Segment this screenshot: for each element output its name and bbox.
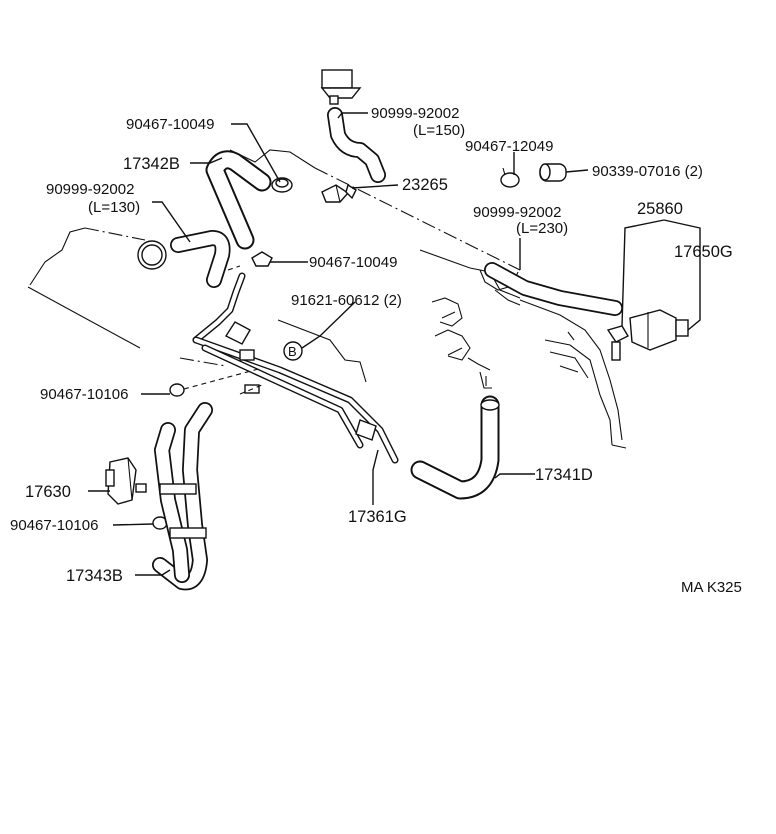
label-17341d: 17341D [535,466,593,484]
hose-l230 [484,262,623,316]
leader-lines [88,112,701,576]
label-17650g: 17650G [674,243,733,261]
label-90467-12049: 90467-12049 [465,138,553,155]
hose-17343b [152,402,213,591]
top-sensor [320,69,362,105]
label-l150: (L=150) [413,122,465,139]
hose-17342b [205,150,272,250]
hose-17341d [410,395,500,500]
label-90467-10106-bottom: 90467-10106 [10,517,98,534]
label-25860: 25860 [637,200,683,218]
label-17342b: 17342B [123,155,180,173]
vsv-left-body [137,240,167,270]
sensor-17630 [105,457,147,505]
clamp-90467-12049 [500,167,520,188]
hose-l150 [327,107,386,183]
diagram-code: MA K325 [681,579,742,596]
label-90467-10049-top: 90467-10049 [126,116,214,133]
clamp-90467-10049-mid [251,251,273,267]
pipe-assembly-17361g [192,272,399,464]
label-17630: 17630 [25,483,71,501]
label-17361g: 17361G [348,508,407,526]
label-l130: (L=130) [88,199,140,216]
label-ref-b: B [288,344,297,359]
label-91621-60612: 91621-60612 (2) [291,292,402,309]
plug-90339-07016 [539,163,567,182]
label-90467-10049-mid: 90467-10049 [309,254,397,271]
label-90339-07016: 90339-07016 (2) [592,163,703,180]
vsv-25860 [606,309,689,361]
label-23265: 23265 [402,176,448,194]
ref-circle-b [283,341,303,361]
clamp-90467-10049-top [271,177,293,193]
reference-dashes [183,265,263,395]
check-valve-23265 [321,183,357,203]
label-90999-92002-l230: 90999-92002 [473,204,561,221]
label-90999-92002-l150: 90999-92002 [371,105,459,122]
part-labels: 90467-10049 17342B 90999-92002 (L=130) 9… [10,105,742,596]
label-90999-92002-l130: 90999-92002 [46,181,134,198]
label-l230: (L=230) [516,220,568,237]
hose-l130 [170,230,231,288]
clamp-90467-10106-top [169,383,185,397]
label-90467-10106-top: 90467-10106 [40,386,128,403]
label-17343b: 17343B [66,567,123,585]
